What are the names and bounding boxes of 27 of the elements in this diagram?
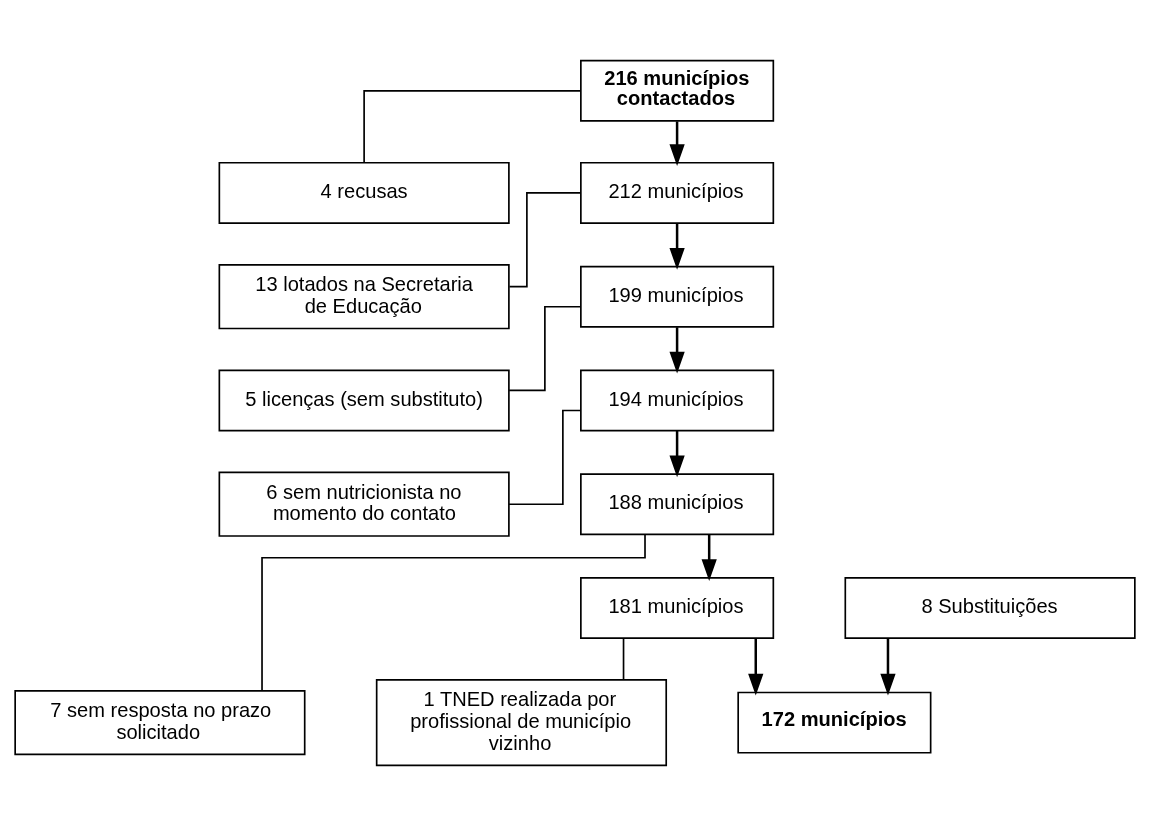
node-box: 4 recusas (218, 161, 510, 224)
arrow (669, 327, 685, 374)
node-box: 5 licenças (sem substituto) (218, 369, 510, 432)
connector (508, 305, 582, 392)
arrow (748, 638, 764, 696)
node-box: 13 lotados na Secretaria de Educação (218, 264, 510, 330)
node-box: 172 municípios (737, 691, 932, 754)
arrow (880, 638, 896, 696)
node-box: 181 municípios (580, 577, 775, 639)
node-box: 8 Substituições (844, 577, 1136, 639)
connector (363, 90, 582, 164)
connector (508, 409, 582, 506)
arrow (669, 223, 685, 270)
arrow (701, 534, 717, 582)
node-box: 199 municípios (580, 265, 775, 328)
node-box: 7 sem resposta no prazo solicitado (14, 690, 306, 756)
connector (622, 637, 625, 681)
arrow (669, 431, 685, 478)
node-box: 188 municípios (580, 473, 775, 536)
node-box: 212 municípios (580, 161, 775, 224)
node-box: 194 municípios (580, 369, 775, 432)
connector (508, 192, 582, 288)
node-box: 1 TNED realizada por profissional de município vizinho (375, 679, 668, 767)
node-box: 6 sem nutricionista no momento do contato (218, 471, 510, 537)
node-box: 216 municípios contactados (580, 59, 775, 122)
arrow (669, 121, 685, 167)
connector (261, 533, 646, 691)
